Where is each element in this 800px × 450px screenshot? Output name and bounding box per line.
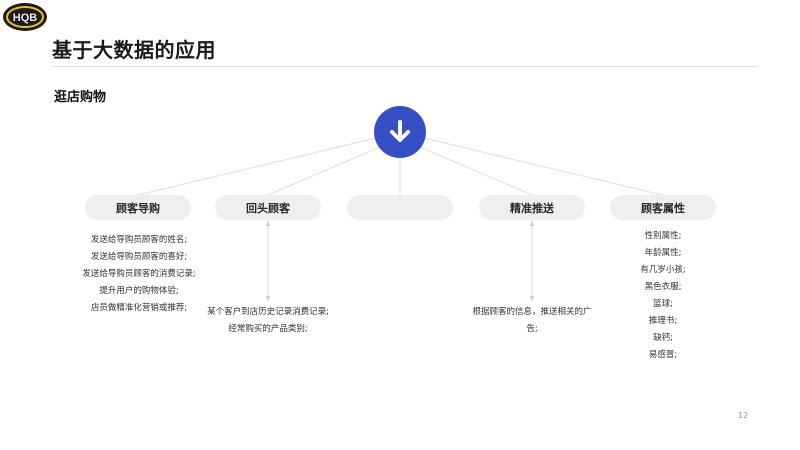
- detail-line: 发送给导购员顾客的消费记录;: [82, 269, 196, 279]
- title-divider: [52, 66, 758, 67]
- returning-details: 某个客户到店历史记录消费记录; 经常购买的产品类别;: [193, 304, 343, 338]
- detail-line: 性别属性;: [644, 231, 682, 241]
- page-number: 12: [738, 411, 749, 420]
- arrow-up-icon: [265, 221, 271, 226]
- detail-line: 提升用户的购物体验;: [99, 286, 179, 296]
- detail-line: 经常购买的产品类别;: [228, 324, 308, 334]
- detail-line: 店员做精准化营销或推荐;: [90, 303, 188, 313]
- detail-line: 发送给导购员顾客的喜好;: [90, 252, 188, 262]
- attribute-details: 性别属性; 年龄属性; 有几岁小孩; 黑色衣服; 篮球; 推理书; 缺钙; 易感…: [598, 228, 728, 364]
- category-pill-push: 精准推送: [479, 195, 585, 220]
- arrow-down-icon: [529, 296, 535, 301]
- category-pill-returning: 回头顾客: [215, 195, 321, 220]
- detail-line: 易感冒;: [648, 350, 678, 360]
- detail-line: 黑色衣服;: [644, 282, 682, 292]
- arrow-down-icon: [265, 296, 271, 301]
- logo-text: HQB: [13, 12, 38, 24]
- category-pill-empty: [347, 195, 453, 220]
- detail-line: 推理书;: [648, 316, 678, 326]
- category-pill-guide: 顾客导购: [85, 195, 191, 220]
- page-title: 基于大数据的应用: [52, 38, 216, 62]
- brand-logo: HQB: [2, 2, 48, 32]
- arrow-down-icon: [390, 120, 410, 142]
- arrow-up-icon: [529, 221, 535, 226]
- section-subtitle: 逛店购物: [54, 90, 107, 105]
- connector-line: [137, 137, 377, 196]
- connector-line: [419, 146, 533, 196]
- hub-circle: [374, 106, 426, 158]
- guide-details: 发送给导购员顾客的姓名; 发送给导购员顾客的喜好; 发送给导购员顾客的消费记录;…: [64, 232, 214, 317]
- detail-line: 缺钙;: [653, 333, 673, 343]
- detail-line: 根据顾客的信息，推送相关的广: [472, 307, 592, 317]
- connector-line: [267, 146, 381, 196]
- detail-line: 某个客户到店历史记录消费记录;: [207, 307, 329, 317]
- detail-line: 告;: [526, 324, 538, 334]
- detail-line: 有几岁小孩;: [640, 265, 686, 275]
- detail-line: 年龄属性;: [644, 248, 682, 258]
- category-pill-attributes: 顾客属性: [610, 195, 716, 220]
- detail-line: 发送给导购员顾客的姓名;: [90, 235, 188, 245]
- detail-line: 篮球;: [653, 299, 673, 309]
- connector-line: [423, 137, 663, 196]
- push-details: 根据顾客的信息，推送相关的广 告;: [457, 304, 607, 338]
